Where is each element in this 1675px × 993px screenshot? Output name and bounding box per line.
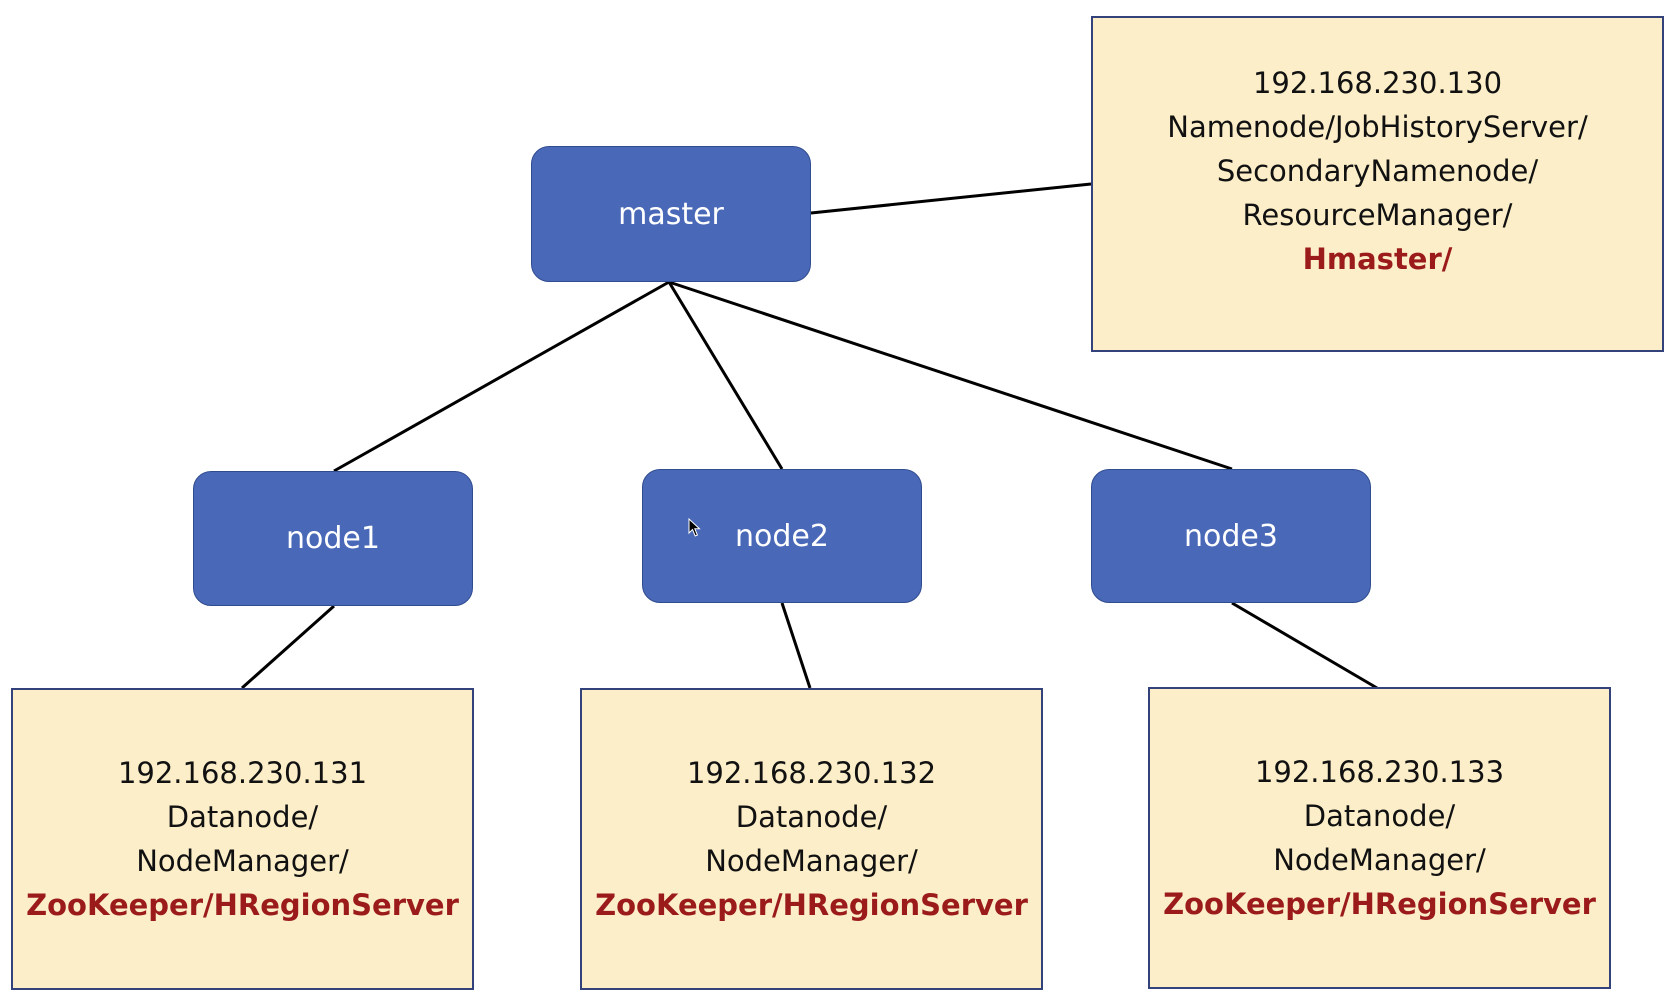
info-master-line3: ResourceManager/ bbox=[1242, 198, 1513, 232]
node-node3-label: node3 bbox=[1184, 518, 1278, 554]
node-node1-label: node1 bbox=[286, 521, 380, 556]
info-master-line2: SecondaryNamenode/ bbox=[1216, 154, 1539, 188]
info-box-master: 192.168.230.130 Namenode/JobHistoryServe… bbox=[1091, 16, 1664, 352]
info-node2-highlight: ZooKeeper/HRegionServer bbox=[595, 888, 1028, 922]
connector-node1-info bbox=[241, 604, 335, 690]
info-node1-line1: Datanode/ bbox=[166, 800, 319, 834]
node-node1: node1 bbox=[193, 471, 473, 606]
connector-master-node2 bbox=[667, 281, 784, 470]
node-master-label: master bbox=[618, 196, 724, 232]
info-node3-highlight: ZooKeeper/HRegionServer bbox=[1163, 887, 1596, 921]
info-node3-line1: Datanode/ bbox=[1303, 799, 1456, 833]
connector-node3-info bbox=[1231, 601, 1378, 690]
connector-master-info bbox=[810, 182, 1092, 215]
info-box-node2: 192.168.230.132 Datanode/ NodeManager/ Z… bbox=[580, 688, 1043, 990]
info-master-line1: Namenode/JobHistoryServer/ bbox=[1167, 110, 1588, 144]
info-node2-line1: Datanode/ bbox=[735, 800, 888, 834]
info-master-highlight: Hmaster/ bbox=[1302, 242, 1453, 276]
info-node3-line2: NodeManager/ bbox=[1273, 843, 1486, 877]
info-node1-ip: 192.168.230.131 bbox=[117, 756, 368, 790]
node-node3: node3 bbox=[1091, 469, 1371, 603]
connector-master-node1 bbox=[333, 280, 670, 473]
node-node2-label: node2 bbox=[735, 518, 829, 554]
connector-master-node3 bbox=[668, 280, 1233, 471]
node-master: master bbox=[531, 146, 811, 282]
info-box-node3: 192.168.230.133 Datanode/ NodeManager/ Z… bbox=[1148, 687, 1611, 989]
info-node2-ip: 192.168.230.132 bbox=[686, 756, 937, 790]
mouse-pointer-icon bbox=[688, 518, 701, 537]
info-node3-ip: 192.168.230.133 bbox=[1254, 755, 1505, 789]
connector-node2-info bbox=[780, 602, 812, 689]
info-box-node1: 192.168.230.131 Datanode/ NodeManager/ Z… bbox=[11, 688, 474, 990]
info-node2-line2: NodeManager/ bbox=[705, 844, 918, 878]
info-master-ip: 192.168.230.130 bbox=[1252, 66, 1503, 100]
info-node1-highlight: ZooKeeper/HRegionServer bbox=[26, 888, 459, 922]
info-node1-line2: NodeManager/ bbox=[136, 844, 349, 878]
node-node2: node2 bbox=[642, 469, 922, 603]
